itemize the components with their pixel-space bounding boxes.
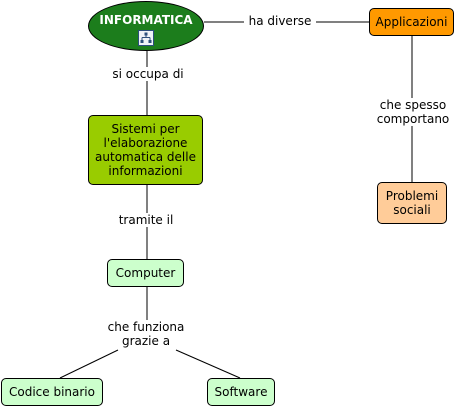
concept-sistemi-label: Sistemi per l'elaborazione automatica de…	[95, 122, 196, 178]
concept-informatica-label: INFORMATICA	[99, 13, 193, 27]
concept-computer-label: Computer	[115, 266, 176, 280]
link-label-si-occupa-di: si occupa di	[103, 67, 193, 81]
concept-codice-binario-label: Codice binario	[9, 385, 95, 399]
concept-software[interactable]: Software	[207, 378, 275, 406]
concept-map-icon[interactable]	[138, 30, 154, 46]
link-label-tramite-il: tramite il	[110, 213, 182, 227]
concept-computer[interactable]: Computer	[107, 259, 184, 287]
link-label-che-funziona-grazie-a: che funziona grazie a	[100, 320, 192, 348]
concept-applicazioni-label: Applicazioni	[375, 15, 448, 29]
concept-software-label: Software	[214, 385, 268, 399]
concept-problemi-sociali-label: Problemi sociali	[385, 189, 439, 217]
concept-codice-binario[interactable]: Codice binario	[1, 378, 103, 406]
concept-sistemi[interactable]: Sistemi per l'elaborazione automatica de…	[88, 115, 203, 185]
connector-chefunziona-software	[175, 349, 241, 379]
concept-applicazioni[interactable]: Applicazioni	[369, 8, 454, 36]
link-label-ha-diverse: ha diverse	[244, 14, 316, 28]
concept-informatica[interactable]: INFORMATICA	[88, 1, 204, 51]
concept-problemi-sociali[interactable]: Problemi sociali	[377, 182, 447, 224]
link-label-che-spesso-comportano: che spesso comportano	[371, 98, 455, 126]
connector-chefunziona-codice	[59, 349, 119, 379]
